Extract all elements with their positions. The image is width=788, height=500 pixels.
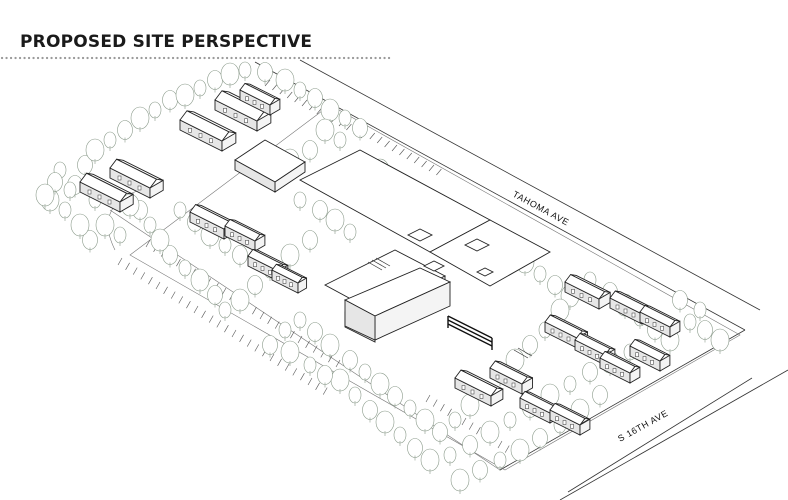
- street-label-s16th: S 16TH AVE: [616, 408, 670, 444]
- street-label-tahoma: TAHOMA AVE: [511, 189, 571, 228]
- northwest-building: [234, 139, 306, 193]
- main-building: [299, 149, 551, 359]
- page-title: PROPOSED SITE PERSPECTIVE: [20, 32, 313, 52]
- dotted-divider: [0, 56, 394, 60]
- cottages: [79, 82, 681, 436]
